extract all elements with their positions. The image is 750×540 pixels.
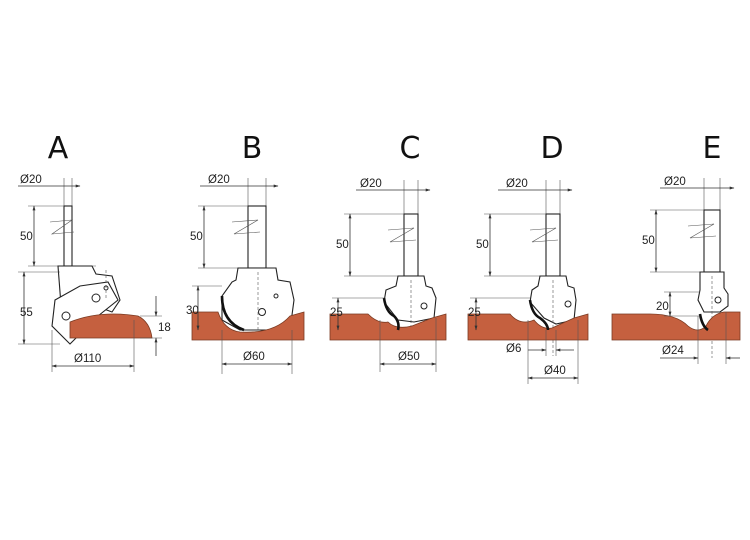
- bit-a-height: 55: [20, 307, 33, 319]
- bit-d-label: D: [540, 131, 563, 166]
- bit-e-shank: [703, 209, 721, 273]
- bit-c-profile: [382, 297, 400, 331]
- bit-a-depth: 18: [158, 322, 171, 334]
- bit-c-shank-dia: Ø20: [360, 178, 382, 190]
- bit-b-shank-dia: Ø20: [208, 174, 230, 186]
- bit-d-shank-len: 50: [476, 239, 489, 251]
- bit-b: B Ø20 50 30 Ø60: [186, 131, 305, 374]
- bit-c-shank: [403, 213, 419, 277]
- bit-c-shank-len: 50: [336, 239, 349, 251]
- bit-e-shank-len: 50: [642, 235, 655, 247]
- bit-a-shank-dia: Ø20: [20, 174, 42, 186]
- bit-d-profile: [528, 299, 550, 331]
- bit-c-cut-dia: Ø50: [398, 351, 420, 363]
- bit-a: A Ø20 50 55 18: [18, 131, 171, 372]
- bit-a-cut-dia: Ø110: [74, 353, 101, 365]
- bit-d-height: 25: [468, 307, 481, 319]
- bit-d-shank-dia: Ø20: [506, 178, 528, 190]
- bit-c-label: C: [400, 131, 421, 166]
- bit-d-cut-dia: Ø40: [544, 365, 566, 377]
- bit-b-shank-len: 50: [190, 231, 203, 243]
- bit-a-shank: [63, 205, 73, 267]
- bit-b-cut-dia: Ø60: [243, 351, 265, 363]
- bit-a-label: A: [48, 131, 69, 166]
- bit-c-height: 25: [330, 307, 343, 319]
- bit-b-shank: [247, 205, 267, 269]
- bit-a-workpiece: [69, 313, 153, 339]
- bit-e-shank-dia: Ø20: [664, 176, 686, 188]
- bit-d: D Ø20 50 25 Ø6 Ø40: [467, 131, 589, 384]
- bit-d-shank: [545, 213, 561, 277]
- bit-e-workpiece: [611, 311, 741, 341]
- bit-e-profile: [698, 313, 709, 332]
- bit-b-height: 30: [186, 305, 199, 317]
- bit-e-height: 20: [656, 301, 669, 313]
- bit-a-cutter: [51, 281, 119, 345]
- bit-c: C Ø20 50 25 Ø50: [329, 131, 447, 372]
- bit-b-workpiece: [191, 311, 305, 341]
- bit-c-body: [383, 275, 437, 323]
- bit-d-small-dia: Ø6: [506, 343, 521, 355]
- bit-e-cut-dia: Ø24: [662, 345, 684, 357]
- bit-c-workpiece: [329, 313, 447, 341]
- bit-b-label: B: [242, 131, 263, 166]
- bit-e-label: E: [703, 131, 722, 166]
- bit-e-body: [697, 271, 729, 313]
- bit-a-shank-len: 50: [20, 231, 33, 243]
- bit-b-profile: [220, 295, 245, 332]
- bit-e: E Ø20 50 20 Ø24: [611, 131, 741, 364]
